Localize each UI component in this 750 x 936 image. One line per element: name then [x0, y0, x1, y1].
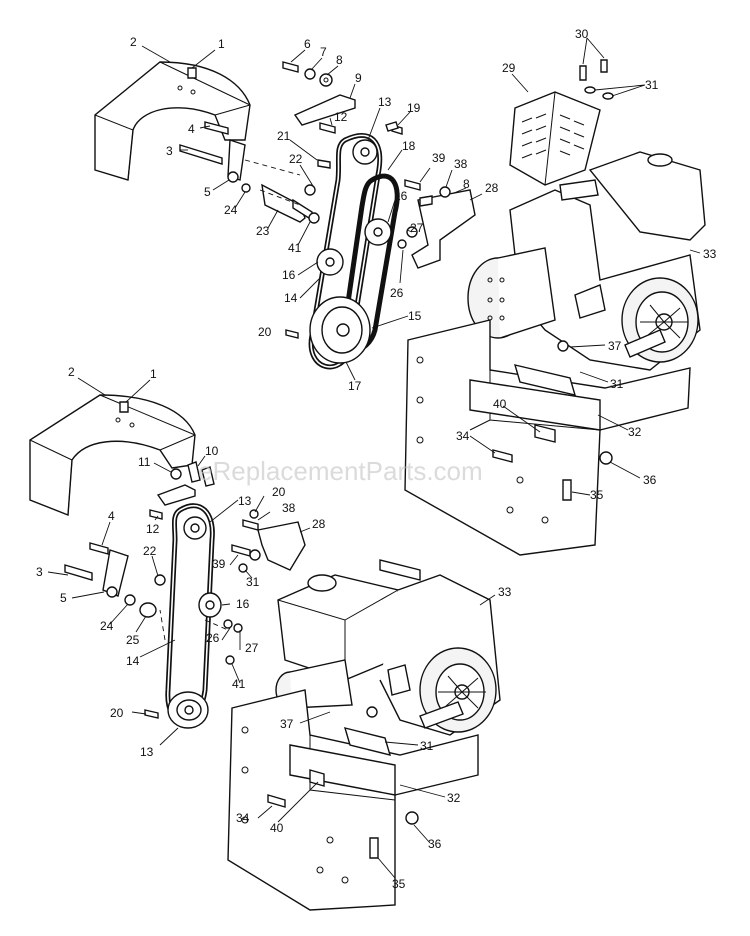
callout-lower-38: 38 — [282, 501, 296, 515]
callout-upper-2: 2 — [130, 35, 137, 49]
engine-lower — [275, 559, 501, 736]
callout-upper-16a: 16 — [394, 189, 408, 203]
callout-lower-5: 5 — [60, 591, 67, 605]
callout-upper-8b: 8 — [463, 177, 470, 191]
callout-lower-11: 11 — [138, 455, 151, 469]
callout-upper-41: 41 — [288, 241, 302, 255]
watermark-text: eReplacementParts.com — [198, 456, 483, 486]
callout-lower-4: 4 — [108, 509, 115, 523]
lower-assembly: 1 2 10 11 13 12 4 3 22 5 24 25 14 16 20 … — [29, 365, 512, 911]
callout-lower-20b: 20 — [272, 485, 286, 499]
frame-upper — [404, 319, 691, 556]
callout-upper-35: 35 — [590, 488, 604, 502]
callout-lower-26: 26 — [206, 631, 220, 645]
leaders-lower — [47, 377, 496, 879]
callout-lower-20a: 20 — [110, 706, 124, 720]
callout-upper-12: 12 — [334, 110, 348, 124]
callout-upper-4: 4 — [188, 122, 195, 136]
callout-upper-29: 29 — [502, 61, 516, 75]
callout-upper-16b: 16 — [282, 268, 296, 282]
callout-lower-16: 16 — [236, 597, 250, 611]
callout-lower-24: 24 — [100, 619, 114, 633]
engine-bracket-lower — [231, 509, 306, 573]
upper-assembly: 1 2 4 3 5 24 23 41 22 21 6 7 8 9 12 13 1… — [94, 27, 717, 556]
callout-upper-24: 24 — [224, 203, 238, 217]
callout-upper-27: 27 — [410, 221, 424, 235]
callout-upper-33: 33 — [703, 247, 717, 261]
callout-upper-17: 17 — [348, 379, 362, 393]
callout-upper-14: 14 — [284, 291, 298, 305]
callout-lower-32: 32 — [447, 791, 461, 805]
engine-upper — [467, 151, 706, 371]
callout-lower-41: 41 — [232, 677, 246, 691]
callout-lower-12: 12 — [146, 522, 160, 536]
callout-lower-1: 1 — [150, 367, 157, 381]
callout-upper-21: 21 — [277, 129, 291, 143]
callout-upper-19: 19 — [407, 101, 421, 115]
callout-upper-37: 37 — [608, 339, 622, 353]
callout-upper-8: 8 — [336, 53, 343, 67]
callout-lower-35: 35 — [392, 877, 406, 891]
callout-lower-31b: 31 — [420, 739, 434, 753]
callout-lower-13a: 13 — [238, 494, 252, 508]
callout-lower-3: 3 — [36, 565, 43, 579]
idler-bracket-upper — [179, 94, 356, 224]
callout-upper-39: 39 — [432, 151, 446, 165]
belt-cover-lower — [29, 394, 196, 517]
callout-lower-39: 39 — [212, 557, 226, 571]
frame-lower — [227, 689, 479, 911]
callout-lower-37: 37 — [280, 717, 294, 731]
callout-lower-22: 22 — [143, 544, 157, 558]
callout-upper-9: 9 — [355, 71, 362, 85]
callout-upper-32: 32 — [628, 425, 642, 439]
callout-lower-10: 10 — [205, 444, 219, 458]
callout-upper-28: 28 — [485, 181, 499, 195]
callout-upper-13: 13 — [378, 95, 392, 109]
callout-upper-22: 22 — [289, 152, 303, 166]
callout-upper-23: 23 — [256, 224, 270, 238]
engine-bracket-upper — [404, 179, 476, 269]
muffler-guard-upper — [509, 59, 614, 186]
callout-lower-13b: 13 — [140, 745, 154, 759]
callouts-upper: 1 2 4 3 5 24 23 41 22 21 6 7 8 9 12 13 1… — [130, 27, 717, 502]
callout-lower-14: 14 — [126, 654, 140, 668]
callout-lower-33: 33 — [498, 585, 512, 599]
belts-lower — [144, 503, 243, 729]
callout-upper-31b: 31 — [610, 377, 624, 391]
callout-lower-40: 40 — [270, 821, 284, 835]
callout-lower-36: 36 — [428, 837, 442, 851]
callout-upper-20: 20 — [258, 325, 272, 339]
callout-lower-25: 25 — [126, 633, 140, 647]
belts-upper — [308, 133, 400, 370]
callout-lower-34: 34 — [236, 811, 250, 825]
callout-upper-26: 26 — [390, 286, 404, 300]
bolts-upper-top — [282, 61, 403, 135]
callout-upper-7: 7 — [320, 45, 327, 59]
belt-cover-upper — [94, 61, 251, 181]
small-bolts-upper — [285, 121, 407, 339]
callout-upper-34: 34 — [456, 429, 470, 443]
callout-upper-40: 40 — [493, 397, 507, 411]
callout-lower-2: 2 — [68, 365, 75, 379]
callout-upper-5: 5 — [204, 185, 211, 199]
callout-upper-1: 1 — [218, 37, 225, 51]
callout-upper-31a: 31 — [645, 78, 659, 92]
callout-lower-31a: 31 — [246, 575, 260, 589]
callout-upper-18: 18 — [402, 139, 416, 153]
callout-upper-6: 6 — [304, 37, 311, 51]
callout-upper-36: 36 — [643, 473, 657, 487]
callout-lower-27: 27 — [245, 641, 259, 655]
leaders-upper — [141, 37, 701, 496]
callout-upper-15: 15 — [408, 309, 422, 323]
callouts-lower: 1 2 10 11 13 12 4 3 22 5 24 25 14 16 20 … — [36, 365, 512, 891]
idler-bracket-lower — [64, 461, 215, 618]
callout-upper-38: 38 — [454, 157, 468, 171]
callout-lower-28: 28 — [312, 517, 326, 531]
callout-upper-3: 3 — [166, 144, 173, 158]
callout-upper-30: 30 — [575, 27, 589, 41]
